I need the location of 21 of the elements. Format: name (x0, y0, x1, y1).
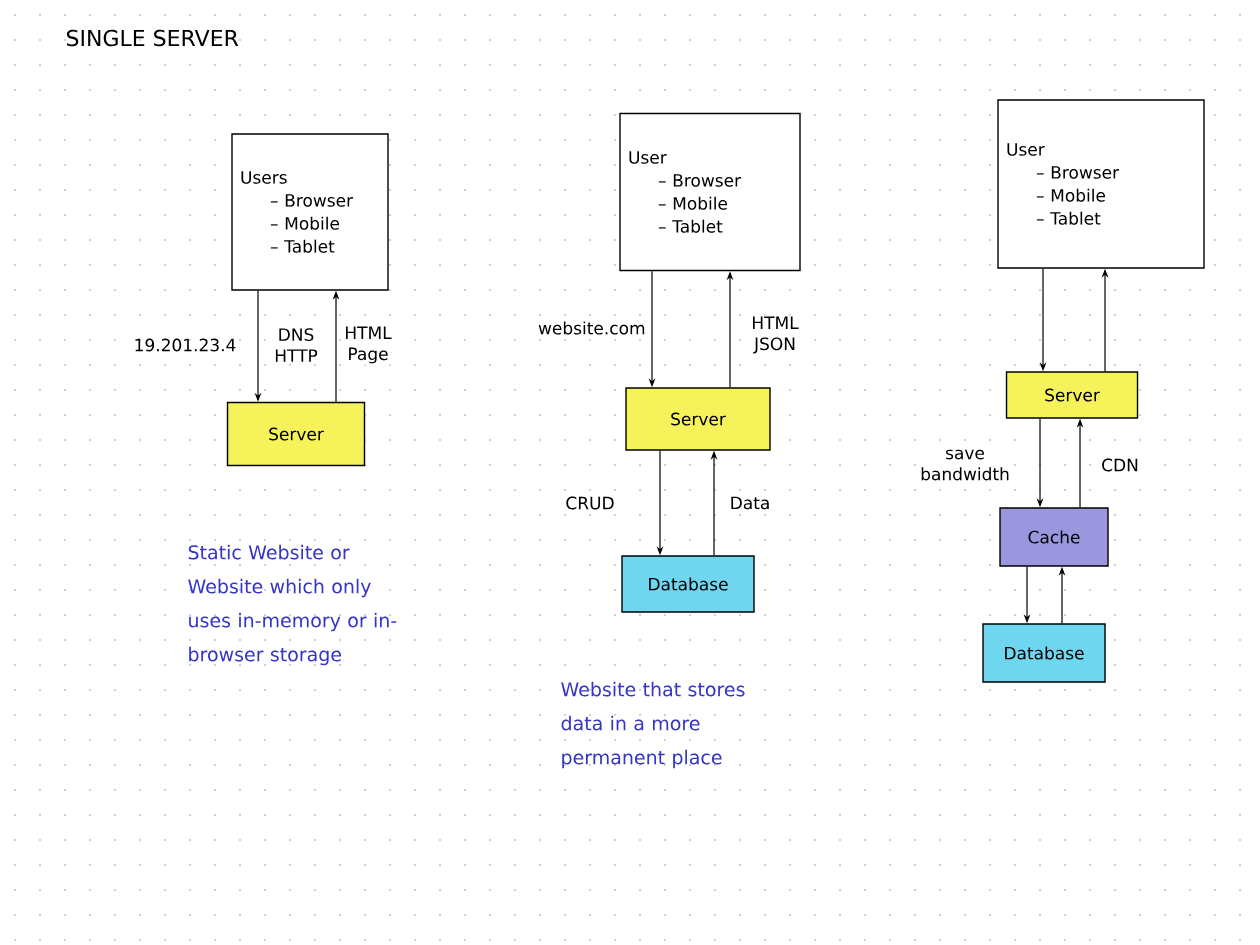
ip-address: 19.201.23.4 (135, 338, 236, 352)
edge-label: website.com (537, 320, 645, 336)
edge-label: DNS HTTP (271, 327, 321, 363)
edge-label: HTML JSON (749, 315, 801, 355)
note-text: Static Website or Website which only uses in-memory or in-browser storage (188, 544, 397, 666)
process-box: Server (1005, 371, 1139, 419)
process-box: Database (621, 555, 755, 613)
note-text: Website that stores data in a more permanent place (561, 681, 745, 769)
edge-label: save bandwidth (919, 448, 1011, 482)
process-box: Database (982, 623, 1106, 683)
title: SINGLE SERVER (67, 29, 239, 47)
user-box: User – Browser – Mobile – Tablet (997, 99, 1205, 269)
process-box: Cache (999, 507, 1109, 567)
user-box: Users – Browser – Mobile – Tablet (231, 133, 389, 291)
edge-label: CRUD (559, 495, 621, 511)
process-box: Server (625, 387, 771, 451)
edge-label: CDN (1094, 457, 1146, 473)
user-box: User – Browser – Mobile – Tablet (619, 112, 801, 272)
process-box: Server (226, 401, 366, 467)
edge-label: HTML Page (343, 325, 393, 365)
edge-label: Data (724, 495, 776, 511)
